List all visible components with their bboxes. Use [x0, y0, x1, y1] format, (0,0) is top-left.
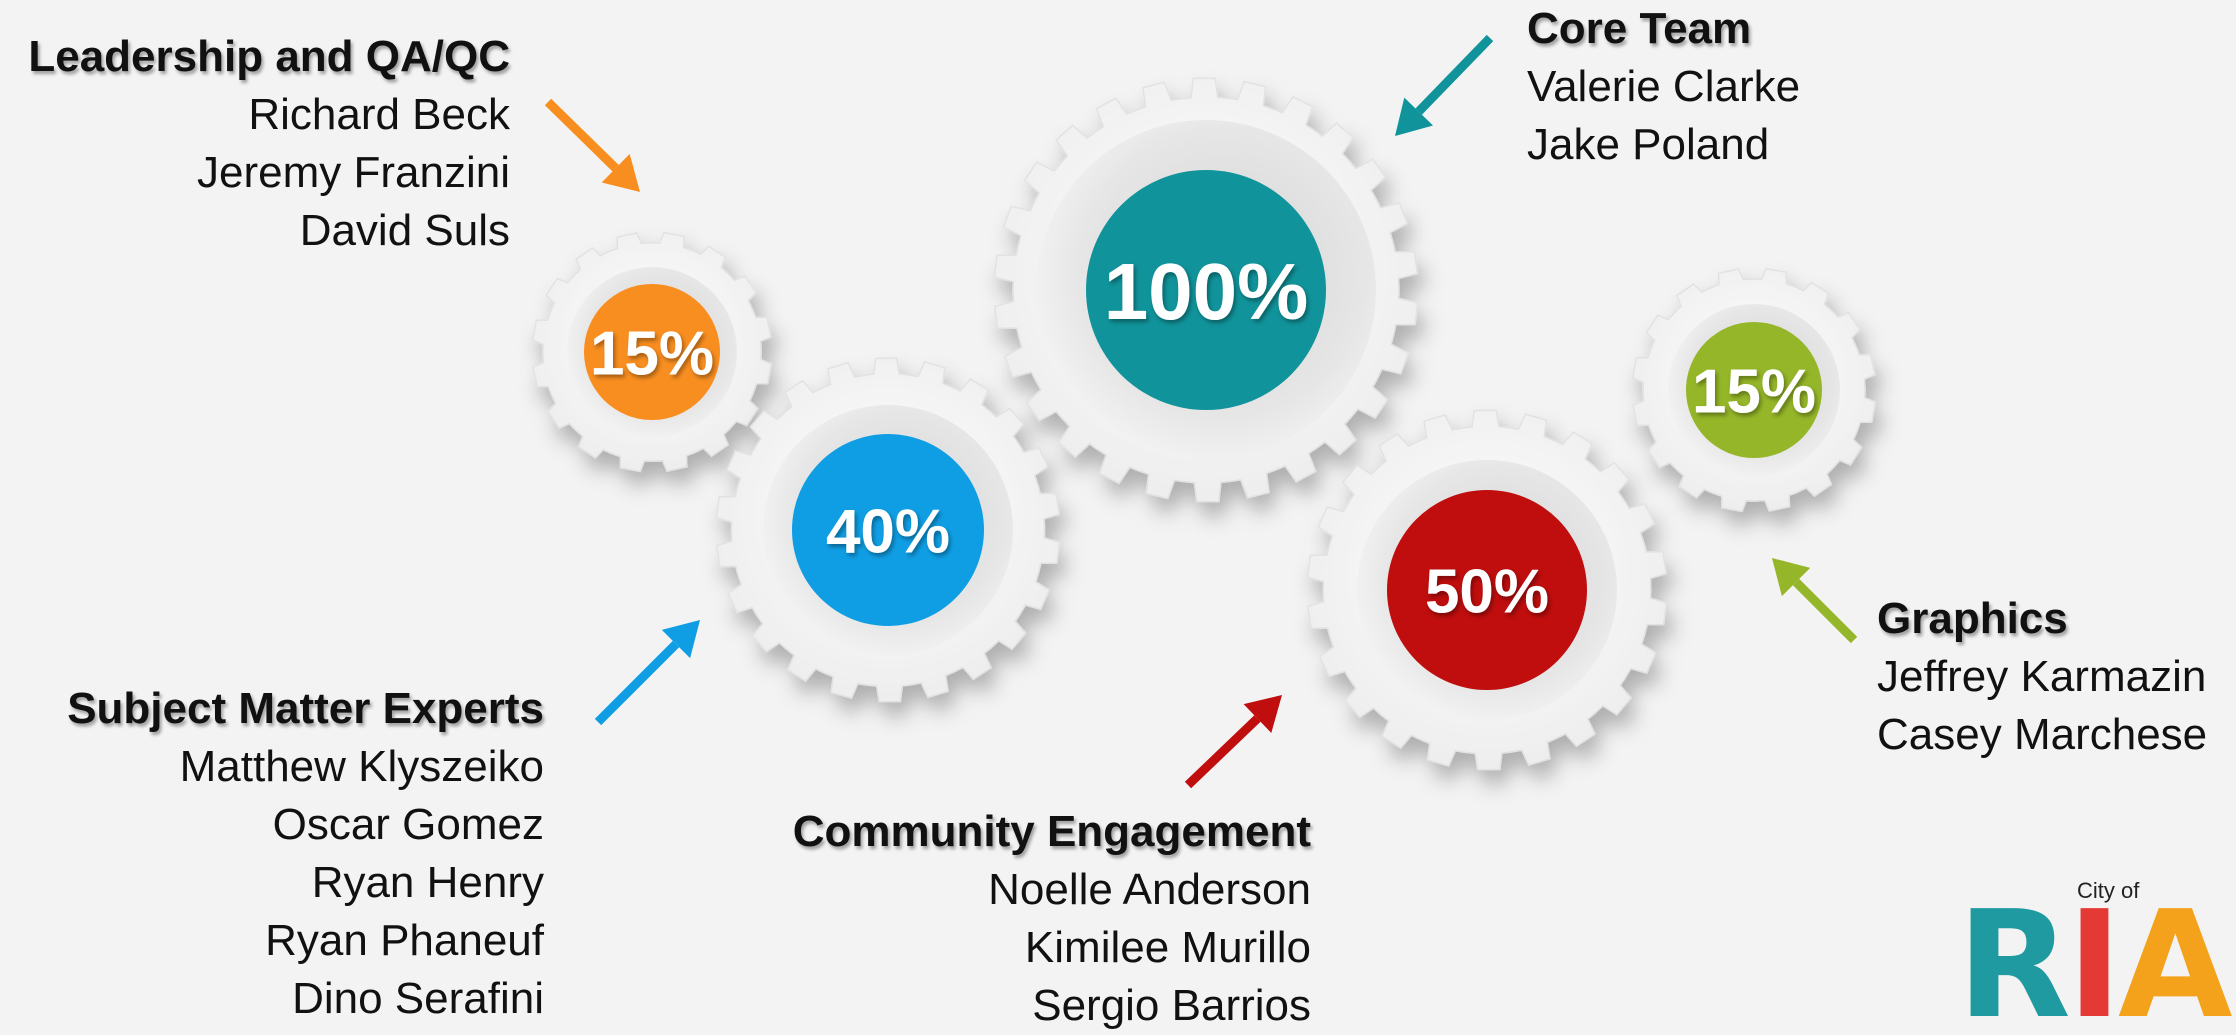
member-name: Casey Marchese: [1877, 710, 2208, 759]
logo-letter: L: [2229, 879, 2236, 1028]
arrow-leadership: [544, 98, 640, 192]
member-name: Jake Poland: [1527, 120, 1770, 169]
member-name: Jeffrey Karmazin: [1877, 652, 2207, 701]
member-name: Ryan Henry: [311, 858, 544, 907]
group-title-leadership: Leadership and QA/QC: [28, 32, 510, 81]
member-name: Oscar Gomez: [272, 800, 544, 849]
logo-wordmark: RIALT: [1957, 890, 2236, 1028]
logo-letter: A: [2118, 879, 2233, 1028]
city-of-rialto-logo: City of RIALT: [1955, 876, 2236, 1028]
logo-city-of: City of: [2077, 878, 2140, 903]
gear-percent-label: 100%: [1104, 247, 1309, 336]
arrow-shaft: [1184, 715, 1261, 789]
group-community-engagement: Community Engagement Noelle Anderson Kim…: [793, 803, 1311, 1035]
arrow-head: [601, 153, 640, 192]
gear-value-disc: [1686, 322, 1822, 458]
group-graphics: Graphics Jeffrey Karmazin Casey Marchese: [1877, 590, 2207, 764]
arrow-sme: [594, 620, 700, 726]
arrow-head: [661, 620, 700, 659]
arrow-community: [1184, 695, 1282, 789]
gear-percent-label: 40%: [826, 497, 950, 566]
gear-value-disc: [1086, 170, 1326, 410]
gear-value-disc: [792, 434, 984, 626]
member-name: Ryan Phaneuf: [265, 916, 544, 965]
gear-value-disc: [584, 284, 720, 420]
member-name: Dino Serafini: [292, 974, 544, 1023]
member-name: Matthew Klyszeiko: [179, 742, 544, 791]
gear-orange: 15%: [531, 231, 773, 473]
group-title-community: Community Engagement: [792, 807, 1311, 856]
group-title-core-team: Core Team: [1527, 4, 1752, 53]
gear-percent-label: 50%: [1425, 557, 1549, 626]
group-leadership: Leadership and QA/QC Richard Beck Jeremy…: [28, 28, 510, 260]
gear-percent-label: 15%: [590, 319, 714, 388]
arrow-shaft: [1792, 578, 1858, 644]
gear-teal: 100%: [993, 77, 1419, 503]
member-name: Noelle Anderson: [988, 865, 1311, 914]
member-name: Sergio Barrios: [1032, 981, 1311, 1030]
arrow-shaft: [594, 640, 680, 726]
arrow-shaft: [1415, 34, 1494, 115]
member-name: Richard Beck: [248, 90, 510, 139]
gear-green: 15%: [1631, 267, 1877, 513]
member-name: Jeremy Franzini: [197, 148, 510, 197]
gear-blue: 40%: [715, 357, 1061, 703]
group-subject-matter-experts: Subject Matter Experts Matthew Klyszeiko…: [67, 680, 544, 1028]
group-core-team: Core Team Valerie Clarke Jake Poland: [1527, 0, 1800, 174]
member-name: Kimilee Murillo: [1024, 923, 1311, 972]
logo-letter: R: [1957, 879, 2071, 1028]
arrow-graphics: [1772, 558, 1858, 644]
arrow-shaft: [544, 98, 619, 172]
gear-percent-label: 15%: [1692, 357, 1816, 426]
group-title-graphics: Graphics: [1877, 594, 2068, 643]
arrow-core-team: [1395, 34, 1494, 136]
member-name: Valerie Clarke: [1527, 62, 1801, 111]
gear-red: 50%: [1306, 409, 1668, 771]
arrow-head: [1243, 695, 1282, 733]
member-name: David Suls: [299, 206, 510, 255]
gear-value-disc: [1387, 490, 1587, 690]
arrow-head: [1395, 97, 1434, 136]
group-title-sme: Subject Matter Experts: [67, 684, 544, 733]
logo-letter: I: [2066, 879, 2122, 1028]
arrow-head: [1772, 558, 1811, 597]
